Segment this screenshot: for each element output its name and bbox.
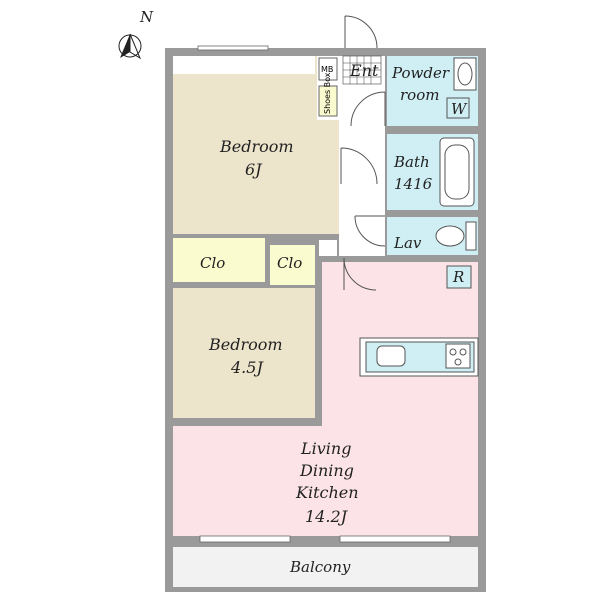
meter-box	[318, 57, 338, 81]
ldk-label-living: Living	[300, 439, 351, 458]
washer-label: W	[451, 100, 468, 118]
closet-2-label: Clo	[277, 254, 302, 272]
ldk-label-dining: Dining	[299, 461, 354, 480]
bedroom-6j-window-sill	[173, 56, 315, 74]
stove-icon	[445, 343, 471, 369]
entrance-tile	[342, 55, 382, 85]
closet-2	[270, 245, 315, 285]
powder-room-door	[350, 91, 386, 127]
entrance-door	[344, 15, 378, 49]
windows	[197, 45, 451, 543]
shoes-box-label: Shoes Box	[323, 72, 332, 114]
ldk-label-kitchen: Kitchen	[295, 483, 359, 502]
bedroom-6j-label: Bedroom	[219, 137, 294, 156]
powder-room-label-1: Powder	[391, 64, 450, 82]
ldk-size: 14.2J	[305, 507, 349, 526]
balcony	[173, 547, 478, 587]
closet-1-label: Clo	[200, 254, 225, 272]
north-arrow-icon: N	[118, 8, 154, 60]
bedroom-4-5j-label: Bedroom	[208, 335, 283, 354]
kitchen-sink-icon	[376, 345, 406, 367]
pipe-space	[319, 240, 337, 256]
washer-space	[446, 97, 470, 119]
north-label: N	[139, 8, 154, 26]
sink-icon	[453, 57, 477, 91]
balcony-label: Balcony	[289, 558, 351, 576]
bathtub-icon	[439, 137, 475, 207]
lavatory-label: Lav	[393, 234, 422, 252]
entrance-label: Ent	[349, 61, 379, 80]
ldk-door	[343, 257, 377, 291]
powder-room-label-2: room	[400, 86, 439, 104]
bedroom-6j-door	[340, 147, 378, 185]
lavatory-door	[354, 215, 386, 247]
bedroom-4-5j-size: 4.5J	[230, 358, 264, 377]
bath-label: Bath	[393, 153, 430, 171]
shoes-box	[318, 85, 338, 117]
refrigerator-label: R	[452, 268, 464, 286]
refrigerator-space	[446, 265, 472, 289]
closet-1	[173, 238, 265, 282]
bedroom-4-5j	[173, 288, 315, 418]
meter-box-label: MB	[321, 65, 333, 74]
hallway	[339, 56, 385, 256]
toilet-icon	[435, 221, 477, 251]
bath-size: 1416	[394, 175, 433, 193]
bedroom-6j	[173, 56, 339, 234]
ldk-room	[173, 262, 478, 536]
bedroom-6j-size: 6J	[245, 160, 263, 179]
